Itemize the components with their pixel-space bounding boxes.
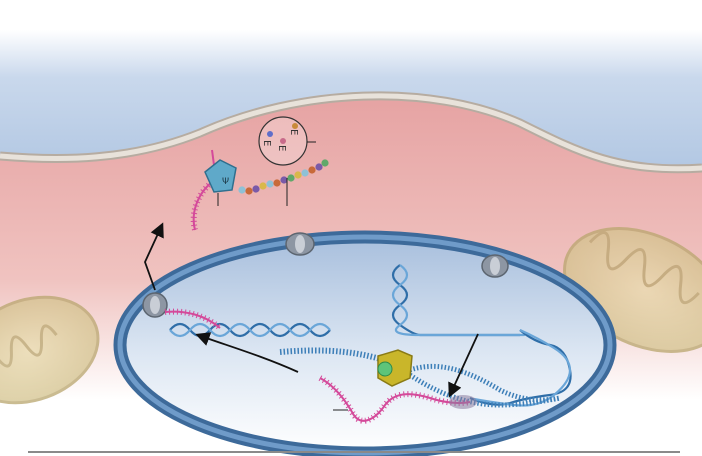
nuclear-pore xyxy=(285,232,315,256)
polypeptide-chain xyxy=(238,159,329,195)
dna-rna-hybrid xyxy=(449,395,477,409)
nuclear-pore xyxy=(142,292,168,318)
mitochondrion-left xyxy=(0,295,100,405)
ribosome: Ψ xyxy=(204,159,237,193)
transcription-arrow xyxy=(448,333,479,398)
rna-polymerase xyxy=(377,349,413,387)
mrna-processing-arrow xyxy=(195,332,299,373)
mrna-strand-nuclear xyxy=(318,375,471,424)
extracellular-space xyxy=(0,30,702,166)
svg-text:E: E xyxy=(261,140,272,146)
svg-text:Ψ: Ψ xyxy=(222,177,229,187)
label-leader-lines xyxy=(217,141,348,411)
cell-membrane-inner xyxy=(0,93,702,172)
nuclear-pore xyxy=(481,254,509,278)
mrna-strand-exiting xyxy=(164,308,222,331)
trna-circle: E E E xyxy=(258,116,308,166)
svg-text:E: E xyxy=(288,129,299,135)
dna-transcription-bubble xyxy=(279,347,561,408)
svg-text:E: E xyxy=(276,145,287,151)
mrna-export-arrow xyxy=(144,222,164,291)
process-arrows xyxy=(144,222,479,398)
